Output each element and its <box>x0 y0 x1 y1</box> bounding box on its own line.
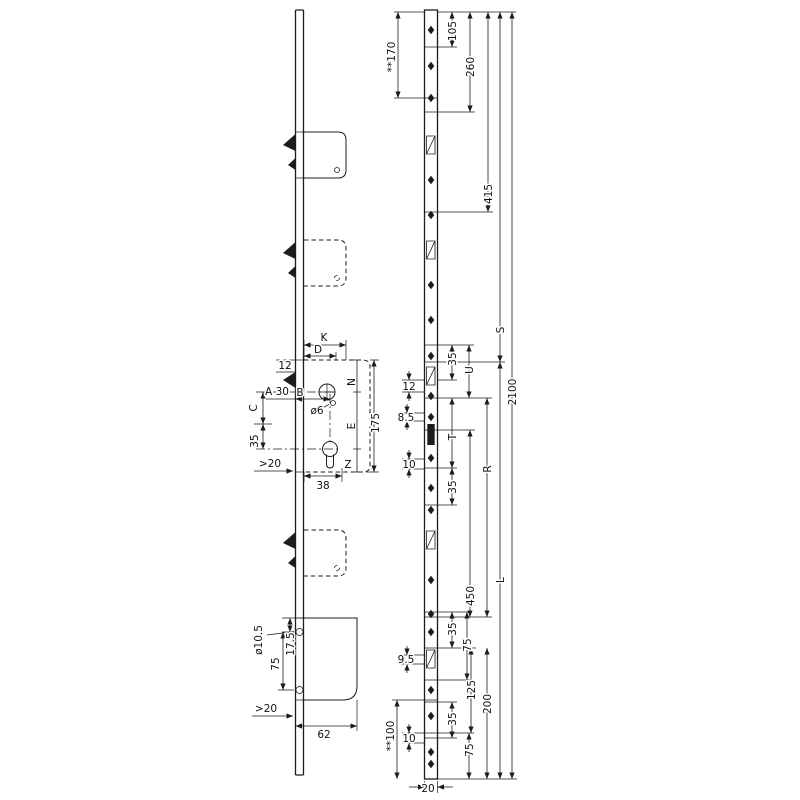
dim-label-u: U <box>464 366 476 374</box>
dim-label-s: S <box>495 326 507 333</box>
dim-label-75-left: 75 <box>270 657 282 670</box>
latch-opening-main <box>426 366 436 386</box>
dim-label-gt20b: >20 <box>255 703 277 715</box>
latch-opening-4 <box>426 530 436 550</box>
dim-label-105: 105 <box>447 21 459 41</box>
bottom-lock-case <box>295 617 358 701</box>
dim-label-35d: 35 <box>447 712 459 725</box>
dim-label-450: 450 <box>465 586 477 606</box>
dim-label-17-5: 17.5 <box>285 632 297 655</box>
faceplate <box>423 9 439 780</box>
edge-view <box>254 9 379 776</box>
dim-label-38: 38 <box>316 480 329 492</box>
leader-lines <box>266 404 330 636</box>
latch-screw-2 <box>334 275 340 281</box>
dim-label-z: Z <box>344 459 351 471</box>
cylinder-stem <box>326 454 334 469</box>
dim-label-dia10-5: ø10.5 <box>253 625 265 655</box>
dim-label-100: **100 <box>385 721 397 752</box>
bottom-lock-body <box>304 617 358 701</box>
small-arrow-pairs <box>404 371 453 790</box>
dim-label-r: R <box>482 465 494 472</box>
nez-dimension-column <box>353 359 361 473</box>
latch-case-top <box>283 131 347 179</box>
dim-label-d: D <box>314 344 322 356</box>
latch-case-3 <box>283 529 347 577</box>
main-lock-case <box>256 359 371 473</box>
dim-label-10b: 10 <box>402 733 415 745</box>
bottom-hole-upper <box>295 628 304 636</box>
dim-label-62: 62 <box>317 729 330 741</box>
latch-screw-3 <box>334 565 340 571</box>
dim-label-n: N <box>346 378 358 386</box>
latch-pin-top <box>288 158 296 170</box>
faceplate-ticks <box>424 46 438 739</box>
dim-label-12-face: 12 <box>402 381 415 393</box>
dim-label-75b: 75 <box>464 743 476 756</box>
dim-label-a30: A 30 <box>265 386 289 398</box>
latch-bolt-3 <box>283 532 296 549</box>
latch-case-2-body <box>304 239 347 287</box>
latch-pin-3 <box>288 556 296 568</box>
dim-label-k: K <box>321 332 329 344</box>
latch-bolt-top <box>283 134 296 151</box>
dim-label-35a: 35 <box>447 352 459 365</box>
deadbolt-opening <box>427 424 435 445</box>
face-extension-right <box>437 11 517 780</box>
dim-label-35-edge: 35 <box>249 434 261 447</box>
latch-bolt-2 <box>283 242 296 259</box>
dim-label-20: 20 <box>421 783 434 795</box>
latch-openings <box>426 135 436 669</box>
dim-label-200: 200 <box>482 694 494 714</box>
dim-label-dia6: ø6 <box>310 405 323 417</box>
dim-label-2100: 2100 <box>507 379 519 406</box>
face-extension-left <box>392 11 438 793</box>
dim-label-t: T <box>447 433 459 441</box>
dim-label-b: B <box>296 387 303 399</box>
dim-label-125: 125 <box>466 680 478 700</box>
latch-top-ticks <box>295 131 304 179</box>
bottom-hole-lower <box>295 686 304 694</box>
main-lock-body <box>304 359 371 473</box>
screw-holes <box>427 25 435 769</box>
fixing-hole <box>330 400 336 406</box>
dim-label-175: 175 <box>370 413 382 433</box>
dim-label-9-5: 9.5 <box>398 654 415 666</box>
dim-label-35b: 35 <box>447 480 459 493</box>
dim-label-10a: 10 <box>402 459 415 471</box>
dim-label-12-edge: 12 <box>278 360 291 372</box>
main-latch-bolt <box>283 372 296 388</box>
dim-label-35c: 35 <box>447 622 459 635</box>
latch-pin-2 <box>288 266 296 278</box>
dim-label-c: C <box>248 404 260 411</box>
face-view <box>423 9 439 780</box>
dim-label-gt20: >20 <box>259 458 281 470</box>
dim-label-e: E <box>346 423 358 430</box>
latch-case-top-body <box>304 131 347 179</box>
latch-case-3-body <box>304 529 347 577</box>
dim-label-415: 415 <box>483 184 495 204</box>
latch-screw-top <box>334 167 340 173</box>
edge-dimensions: K D 12 B A 30 C ø6 N E Z 175 35 >20 38 ø… <box>247 331 384 743</box>
face-dimensions: 105 260 415 S 2100 **170 **100 35 U 12 8… <box>384 11 521 797</box>
dim-label-75a: 75 <box>462 638 474 651</box>
dim-label-l: L <box>495 577 507 583</box>
latch-case-2 <box>283 239 347 287</box>
dim-label-8-5: 8.5 <box>398 412 415 424</box>
edge-strip <box>294 9 305 776</box>
latch-opening-1 <box>426 135 436 155</box>
dim-label-260: 260 <box>465 57 477 77</box>
dim-label-170: **170 <box>386 42 398 73</box>
latch-opening-2 <box>426 240 436 260</box>
latch-opening-5 <box>426 649 436 669</box>
